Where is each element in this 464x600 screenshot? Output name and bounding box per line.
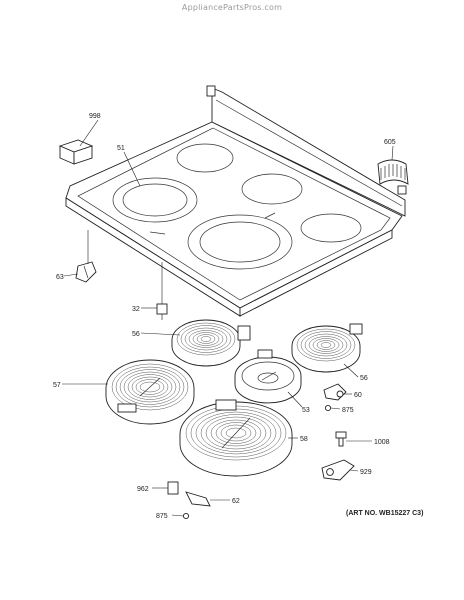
callout-962: 962 (137, 486, 149, 493)
callout-62: 62 (232, 498, 240, 505)
callout-56-right: 56 (360, 375, 368, 382)
cooktop-glass (65, 85, 406, 317)
part-929-bracket (321, 459, 355, 481)
burner-ring-large-front (187, 214, 293, 270)
callout-63: 63 (56, 274, 64, 281)
part-875-screw-upper (324, 404, 332, 412)
burner-56-center (171, 319, 251, 367)
callout-875-lower: 875 (156, 513, 168, 520)
callout-1008: 1008 (374, 439, 390, 446)
callout-605: 605 (384, 139, 396, 146)
art-number: (ART NO. WB15227 C3) (346, 510, 423, 517)
burner-ring-rear-left (176, 143, 234, 173)
part-32-clip (156, 303, 168, 320)
part-998-block (58, 139, 94, 165)
part-62-bracket (185, 491, 211, 507)
leader-lines (62, 119, 394, 517)
burner-57 (105, 359, 195, 425)
callout-57: 57 (53, 382, 61, 389)
burner-53 (234, 349, 302, 404)
burner-58 (179, 399, 293, 477)
callout-51: 51 (117, 145, 125, 152)
part-605-harness (377, 159, 409, 195)
callout-60: 60 (354, 392, 362, 399)
part-875-screw-lower (182, 512, 190, 520)
callout-32: 32 (132, 306, 140, 313)
part-1008-bolt (335, 431, 347, 447)
part-60-bracket (323, 383, 347, 401)
burner-ring-left-front (112, 177, 198, 223)
callout-labels: 998 51 605 63 32 56 56 57 53 60 875 58 1… (53, 113, 423, 520)
part-63-bracket (75, 261, 97, 283)
burner-ring-center (241, 173, 303, 205)
burner-56-right (291, 323, 363, 373)
callout-998: 998 (89, 113, 101, 120)
callout-58: 58 (300, 436, 308, 443)
callout-875-upper: 875 (342, 407, 354, 414)
part-962-clip (167, 481, 179, 495)
callout-53: 53 (302, 407, 310, 414)
callout-56-center: 56 (132, 331, 140, 338)
burner-ring-right-front (300, 213, 362, 243)
watermark: AppliancePartsPros.com (181, 3, 283, 12)
callout-929: 929 (360, 469, 372, 476)
